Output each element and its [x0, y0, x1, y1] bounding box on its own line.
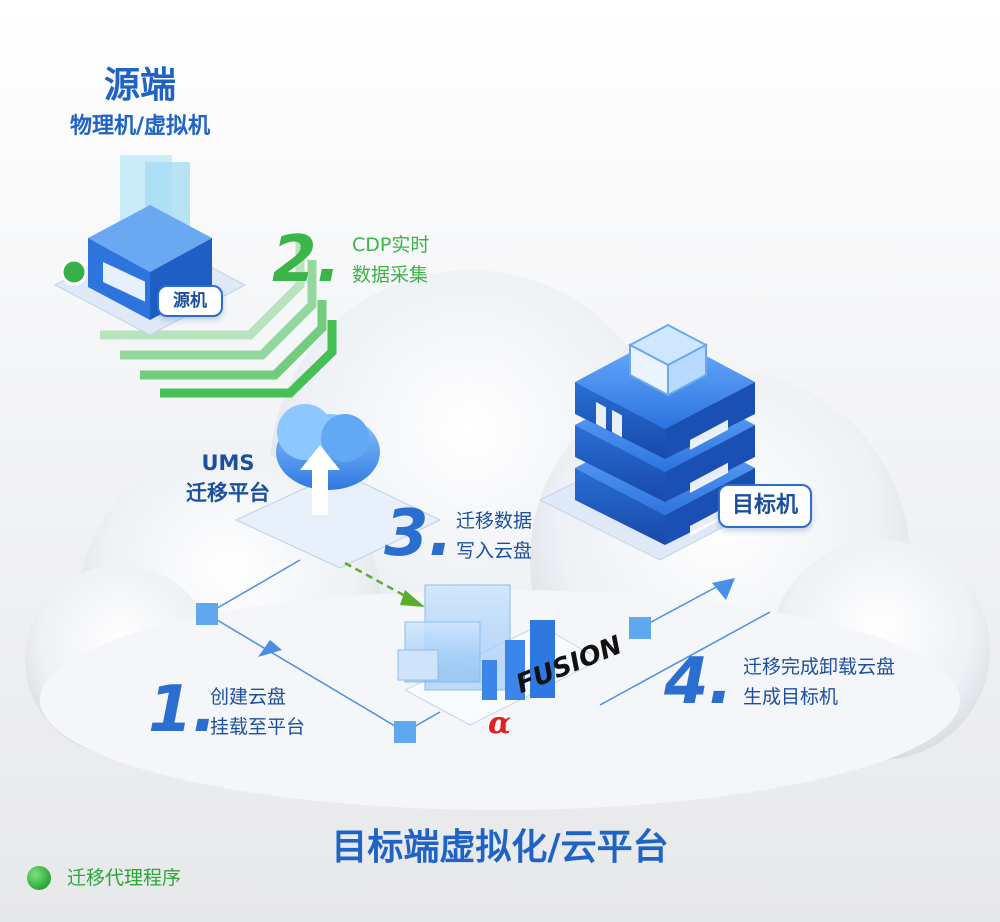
step3-line2: 写入云盘	[456, 540, 533, 562]
ums-line2: 迁移平台	[186, 481, 270, 505]
step4-text: 迁移完成卸载云盘 生成目标机	[743, 652, 895, 712]
step2-line2: 数据采集	[352, 264, 429, 286]
step4-arrow-icon	[712, 578, 735, 600]
step4-line1: 迁移完成卸载云盘	[743, 656, 896, 678]
step3-number: 3.	[384, 497, 453, 571]
step1-line1: 创建云盘	[210, 686, 287, 708]
step1-line2: 挂载至平台	[210, 716, 306, 738]
platform-title: 目标端虚拟化/云平台	[331, 827, 669, 868]
source-machine-icon	[53, 155, 247, 336]
step3-line1: 迁移数据	[456, 510, 533, 532]
agent-dot-icon	[60, 258, 88, 286]
source-machine-tag: 源机	[157, 285, 223, 317]
source-title: 源端	[103, 65, 176, 106]
step2-line1: CDP实时	[352, 234, 430, 256]
target-server-icon	[538, 323, 777, 561]
source-subtitle: 物理机/虚拟机	[69, 114, 211, 139]
node-cube-icon	[196, 603, 651, 743]
fusion-alpha-icon: α	[488, 706, 511, 741]
ums-label: UMS 迁移平台	[168, 448, 288, 508]
cdp-arrow-icon	[100, 240, 337, 398]
target-machine-tag: 目标机	[718, 484, 812, 528]
green-dot-icon	[27, 866, 51, 890]
step3-text: 迁移数据 写入云盘	[456, 506, 532, 566]
ums-line1: UMS	[201, 451, 255, 475]
fusion-platform-icon: α	[397, 584, 602, 741]
step2-number: 2.	[272, 223, 341, 297]
step4-number: 4.	[664, 645, 733, 719]
legend-label: 迁移代理程序	[67, 867, 182, 889]
step2-text: CDP实时 数据采集	[352, 230, 429, 290]
step1-number: 1.	[148, 673, 217, 747]
connector-lines	[206, 559, 771, 733]
ums-platform-icon	[234, 404, 442, 569]
step3-arrow-icon	[400, 590, 425, 607]
step4-line2: 生成目标机	[743, 686, 839, 708]
step1-arrow-icon	[258, 640, 282, 657]
step1-text: 创建云盘 挂载至平台	[210, 682, 305, 742]
step3-dashed-line	[344, 561, 419, 605]
